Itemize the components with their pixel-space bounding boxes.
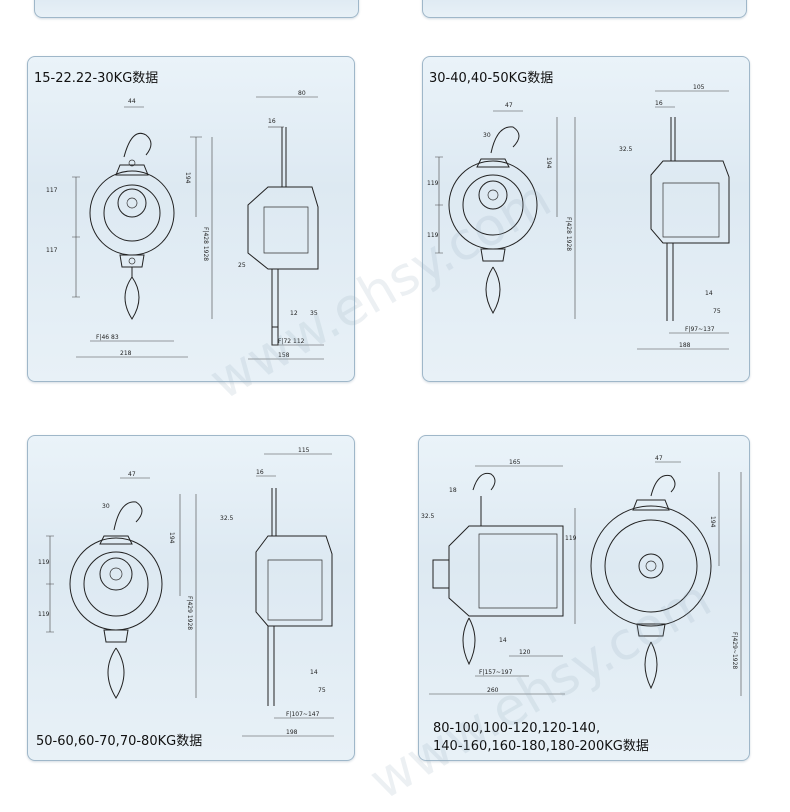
dimension-label: 117 [46, 187, 58, 194]
top-right-panel-fragment [422, 0, 747, 18]
dimension-label: F|429 1928 [186, 596, 193, 630]
dimension-label: 16 [256, 469, 264, 476]
dimension-label: 14 [499, 637, 507, 644]
panel-caption: 80-100,100-120,120-140, 140-160,160-180,… [433, 721, 649, 754]
dimension-label: 16 [655, 100, 663, 107]
dimension-label: 194 [709, 516, 716, 528]
dimension-label: 16 [268, 118, 276, 125]
panel-caption: 15-22.22-30KG数据 [34, 71, 159, 86]
spec-panel-80-200kg: 80-100,100-120,120-140, 140-160,160-180,… [418, 435, 750, 761]
dimension-label: F|97~137 [685, 326, 715, 333]
dimension-label: 117 [46, 247, 58, 254]
spec-panel-30-50kg: 30-40,40-50KG数据 119 119 47 30 194 F|428 … [422, 56, 750, 382]
side-view [247, 127, 319, 346]
dimension-label: 75 [318, 687, 326, 694]
dimension-label: 30 [483, 132, 491, 139]
balancer-diagram: 119 119 47 30 194 F|429 1928 115 16 32.5… [38, 447, 334, 737]
dimension-label: 14 [310, 669, 318, 676]
top-left-panel-fragment [34, 0, 359, 18]
dimension-label: F|428 1928 [202, 227, 209, 261]
dimension-label: 80 [298, 90, 306, 97]
dimension-label: 32.5 [421, 513, 435, 520]
dimension-label: F|429~1928 [731, 632, 738, 669]
dimension-label: F|107~147 [286, 711, 320, 718]
dimension-label: 75 [713, 308, 721, 315]
dimension-label: F|157~197 [479, 669, 513, 676]
dimension-label: 115 [298, 447, 310, 454]
dimension-label: 47 [505, 102, 513, 109]
front-view [590, 474, 712, 690]
dimension-label: 30 [102, 503, 110, 510]
balancer-diagram: 119 119 47 30 194 F|428 1928 105 16 32.5… [427, 84, 730, 350]
dimension-label: 119 [565, 535, 577, 542]
panel-caption: 30-40,40-50KG数据 [429, 71, 554, 86]
dimension-label: 44 [128, 98, 136, 105]
front-view [69, 501, 163, 699]
dimension-label: 158 [278, 352, 290, 359]
dimension-label: 119 [427, 232, 439, 239]
front-view [448, 126, 538, 314]
dimension-label: 198 [286, 729, 298, 736]
dimension-label: 105 [693, 84, 705, 91]
side-view [255, 488, 333, 706]
dimension-label: 194 [168, 532, 175, 544]
dimension-label: 32.5 [619, 146, 633, 153]
dimension-label: 194 [545, 157, 552, 169]
dimension-label: 194 [184, 172, 191, 184]
side-view [432, 472, 564, 666]
spec-panel-15-30kg: 15-22.22-30KG数据 117 117 44 194 F|428 192… [27, 56, 355, 382]
dimension-label: 12 [290, 310, 298, 317]
dimension-label: 260 [487, 687, 499, 694]
dimension-label: F|46 83 [96, 334, 119, 341]
dimension-label: 47 [655, 455, 663, 462]
balancer-diagram: 117 117 44 194 F|428 1928 F|46 83 218 80… [46, 90, 324, 360]
dimension-label: 119 [38, 559, 50, 566]
panel-caption: 50-60,60-70,70-80KG数据 [36, 734, 203, 749]
dimension-label: 25 [238, 262, 246, 269]
dimension-label: 32.5 [220, 515, 234, 522]
dimension-label: 47 [128, 471, 136, 478]
dimension-label: 35 [310, 310, 318, 317]
dimension-label: F|72 112 [278, 338, 305, 345]
dimension-label: 188 [679, 342, 691, 349]
dimension-label: 119 [427, 180, 439, 187]
dimension-label: 120 [519, 649, 531, 656]
dimension-label: 165 [509, 459, 521, 466]
dimension-label: 14 [705, 290, 713, 297]
side-view [650, 117, 730, 321]
dimension-label: 119 [38, 611, 50, 618]
dimension-label: 18 [449, 487, 457, 494]
dimension-label: F|428 1928 [565, 217, 572, 251]
balancer-diagram: 165 18 32.5 14 120 F|157~197 260 47 194 … [421, 455, 742, 696]
spec-panel-50-80kg: 50-60,60-70,70-80KG数据 119 119 47 30 194 … [27, 435, 355, 761]
dimension-label: 218 [120, 350, 132, 357]
front-view [89, 132, 175, 320]
